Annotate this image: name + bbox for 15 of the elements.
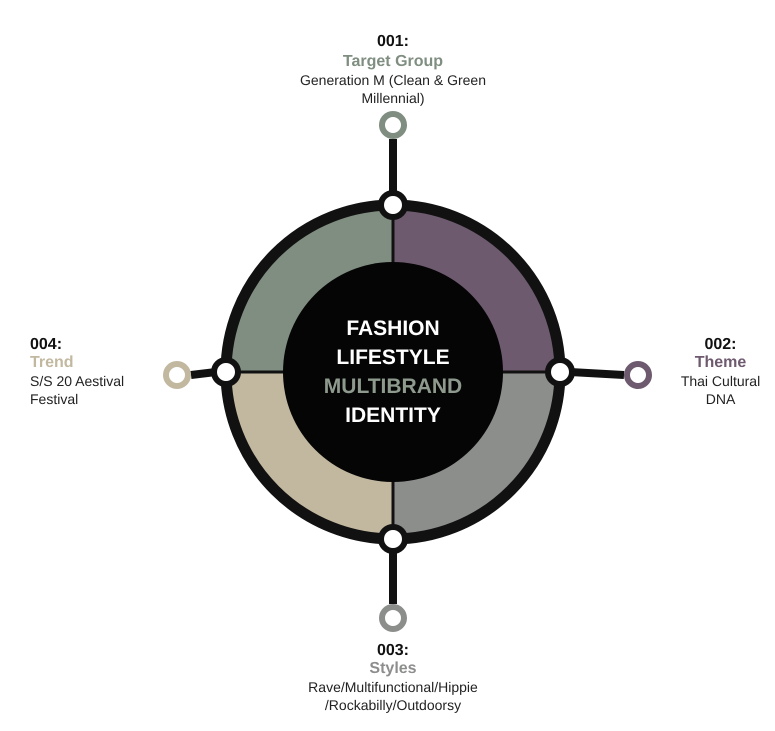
- item-description: S/S 20 Aestival Festival: [30, 372, 126, 408]
- item-description: Generation M (Clean & Green Millennial): [299, 71, 487, 107]
- item-heading: Target Group: [342, 53, 444, 71]
- item-number: 004:: [30, 336, 64, 354]
- item-heading: Theme: [694, 354, 748, 372]
- item-number: 002:: [703, 336, 738, 354]
- item-description: Rave/Multifunctional/Hippie /Rockabilly/Outdoorsy: [307, 678, 479, 714]
- item-description: Thai Cultural DNA: [680, 372, 762, 408]
- item-heading: Styles: [368, 660, 418, 678]
- item-number: 001:: [376, 33, 410, 51]
- item-number: 003:: [376, 642, 410, 660]
- item-heading: Trend: [30, 354, 75, 372]
- center-title: FASHION LIFESTYLE: [335, 316, 451, 371]
- center-title: IDENTITY: [344, 403, 442, 429]
- center-title: MULTIBRAND: [322, 374, 464, 400]
